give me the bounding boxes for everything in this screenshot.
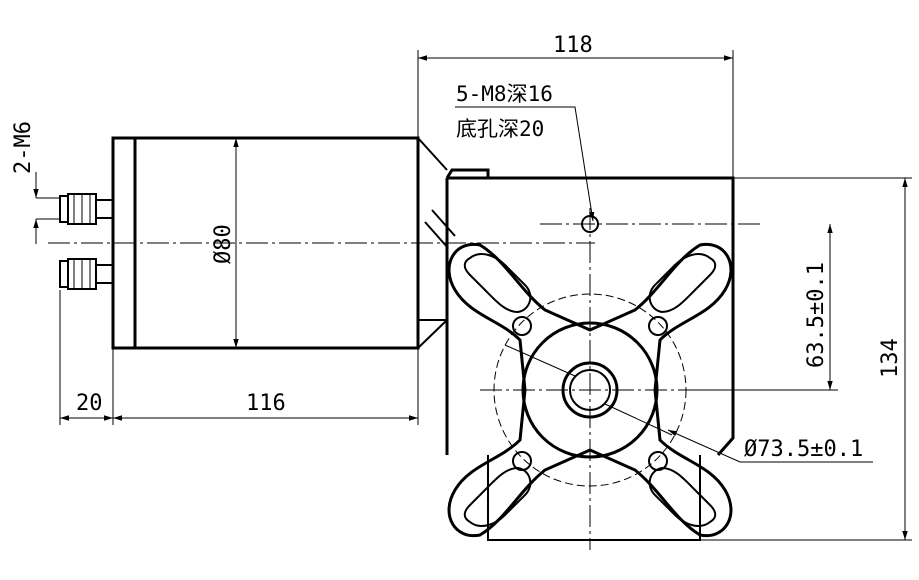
gearbox-housing [445,168,735,541]
motor-diameter-label: Ø80 [211,224,236,264]
motor-length-label: 116 [246,391,286,416]
hole-spec-label-1: 5-M8深16 [456,82,553,106]
bolt-spec-label: 2-M6 [11,121,36,174]
center-lines [48,208,760,550]
pcd-diameter-label: Ø73.5±0.1 [744,437,863,462]
dimension-lines [33,50,912,541]
overall-width-label: 118 [553,33,593,58]
terminal-studs [59,193,114,290]
overall-height-label: 134 [878,338,903,378]
hole-spec-label-2: 底孔深20 [456,117,544,141]
terminal-length-label: 20 [76,391,103,416]
hole-offset-label: 63.5±0.1 [804,262,829,368]
